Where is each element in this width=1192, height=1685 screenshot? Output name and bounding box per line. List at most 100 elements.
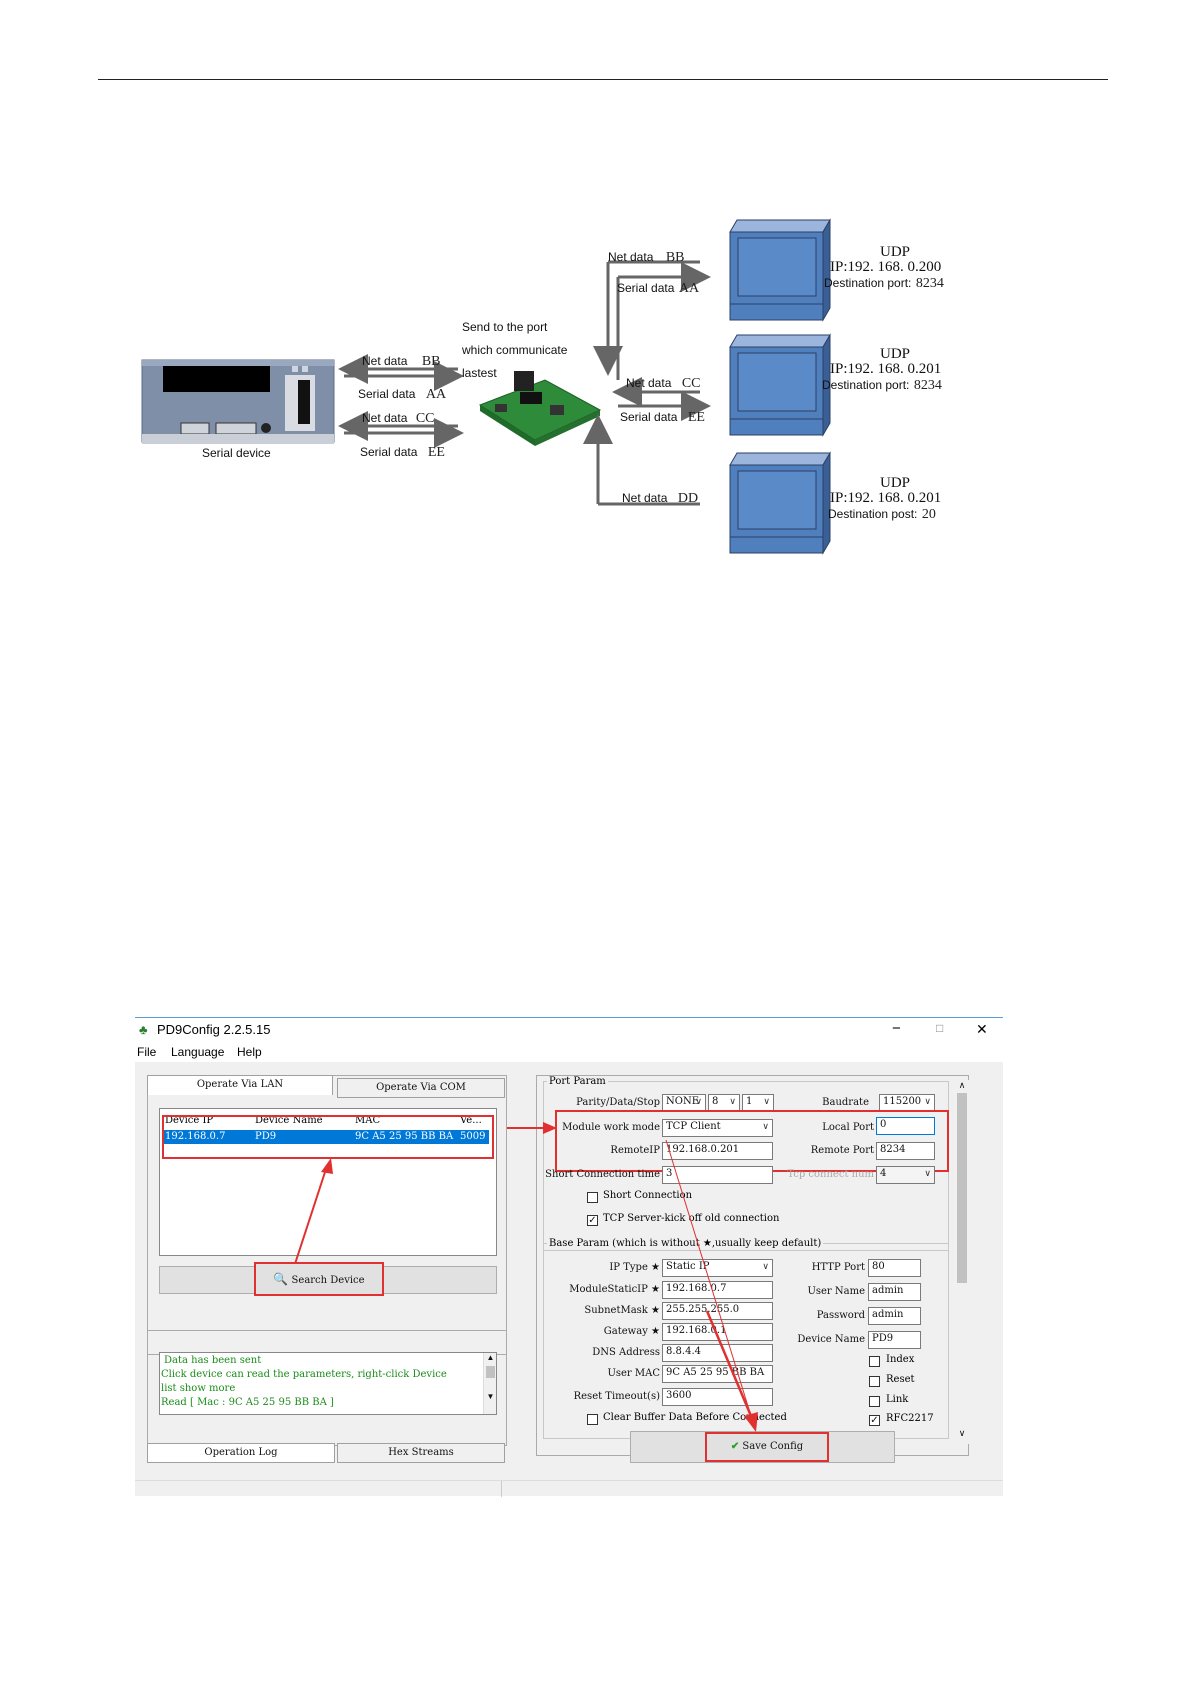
clear-buffer-checkbox[interactable]: [587, 1414, 598, 1425]
user-mac-label: User MAC: [607, 1368, 660, 1379]
pointer-arrow: [292, 1158, 333, 1271]
pointer-arrow: [665, 1139, 758, 1432]
close-button[interactable]: ✕: [976, 1021, 988, 1037]
config-scrollbar[interactable]: ∧ ∨: [955, 1080, 969, 1444]
rfc2217-checkbox[interactable]: ✓: [869, 1415, 880, 1426]
device-name-label: Device Name: [797, 1334, 865, 1345]
menu-file[interactable]: File: [137, 1045, 157, 1059]
work-mode-label: Module work mode: [562, 1122, 660, 1133]
chevron-up-icon[interactable]: ∧: [958, 1080, 966, 1090]
ip-type-label: IP Type ★: [609, 1262, 660, 1273]
arrow-label: Serial data AA: [617, 281, 700, 296]
log-line: list show more: [161, 1383, 236, 1394]
app-icon: ♣: [139, 1022, 148, 1037]
tab-hex-streams[interactable]: Hex Streams: [337, 1443, 505, 1463]
kick-checkbox[interactable]: ✓: [587, 1215, 598, 1226]
chevron-down-icon: ∨: [924, 1097, 931, 1107]
baudrate-label: Baudrate: [822, 1097, 869, 1108]
short-conn-time-input[interactable]: 3: [662, 1166, 773, 1184]
tcp-connect-num-label: Tcp connect num: [787, 1169, 874, 1180]
static-ip-input[interactable]: 192.168.0.7: [662, 1281, 773, 1299]
serial-device-icon: [141, 359, 335, 444]
chevron-down-icon: ∨: [924, 1169, 931, 1179]
log-scrollbar[interactable]: ▲ ▼: [483, 1353, 496, 1414]
menu-bar: File Language Help: [135, 1042, 1003, 1062]
short-connection-checkbox[interactable]: [587, 1192, 598, 1203]
tcp-connect-num-select[interactable]: 4∨: [876, 1166, 935, 1184]
menu-help[interactable]: Help: [237, 1045, 262, 1059]
chevron-down-icon: ∨: [762, 1262, 769, 1272]
tab-operate-via-com[interactable]: Operate Via COM: [337, 1078, 505, 1098]
column-header[interactable]: Device Name: [255, 1115, 323, 1126]
status-bar: [135, 1480, 1003, 1497]
chevron-down-icon[interactable]: ∨: [958, 1428, 966, 1438]
save-config-button[interactable]: ✔ Save Config: [705, 1432, 829, 1462]
parity-label: Parity/Data/Stop: [576, 1097, 660, 1108]
table-row[interactable]: 192.168.0.7 PD9 9C A5 25 95 BB BA 5009: [163, 1130, 489, 1144]
arrow-label: Net data BB: [362, 354, 441, 369]
chevron-down-icon: ∨: [729, 1097, 736, 1107]
reset-checkbox[interactable]: [869, 1376, 880, 1387]
arrow-label: Net data CC: [626, 376, 701, 391]
local-port-input[interactable]: 0: [876, 1117, 935, 1135]
menu-language[interactable]: Language: [171, 1045, 225, 1059]
arrow-label: Serial data AA: [358, 387, 447, 402]
rfc2217-label: RFC2217: [886, 1413, 934, 1424]
computer-icon: [729, 218, 831, 322]
link-checkbox[interactable]: [869, 1396, 880, 1407]
chevron-down-icon[interactable]: ▼: [486, 1392, 495, 1401]
tab-operation-log[interactable]: Operation Log: [147, 1443, 335, 1463]
index-checkbox[interactable]: [869, 1356, 880, 1367]
arrow-label: Net data DD: [622, 491, 699, 506]
tab-operate-via-lan[interactable]: Operate Via LAN: [147, 1075, 333, 1095]
pointer-arrow: [507, 1122, 557, 1134]
subnet-label: SubnetMask ★: [584, 1305, 660, 1316]
ip-type-select[interactable]: Static IP∨: [662, 1259, 773, 1277]
computer-icon: [729, 451, 831, 555]
gateway-input[interactable]: 192.168.0.1: [662, 1323, 773, 1341]
search-device-button[interactable]: 🔍 Search Device: [254, 1262, 384, 1296]
device-list[interactable]: Device IP Device Name MAC Ve... 192.168.…: [159, 1108, 497, 1256]
remote-port-input[interactable]: 8234: [876, 1142, 935, 1160]
chevron-up-icon[interactable]: ▲: [486, 1353, 495, 1362]
remote-port-label: Remote Port: [810, 1145, 874, 1156]
computer-icon: [729, 333, 831, 437]
device-name-input[interactable]: PD9: [868, 1331, 921, 1349]
module-description: Send to the port which communicate laste…: [462, 320, 568, 380]
column-header[interactable]: Ve...: [460, 1115, 482, 1126]
search-icon: 🔍: [273, 1272, 289, 1286]
clear-buffer-label: Clear Buffer Data Before Connected: [603, 1412, 787, 1423]
user-mac-input[interactable]: 9C A5 25 95 BB BA: [662, 1365, 773, 1383]
subnet-input[interactable]: 255.255.255.0: [662, 1302, 773, 1320]
http-port-input[interactable]: 80: [868, 1259, 921, 1277]
work-mode-select[interactable]: TCP Client∨: [662, 1119, 773, 1137]
log-line: Read [ Mac : 9C A5 25 95 BB BA ]: [161, 1397, 334, 1408]
dns-input[interactable]: 8.8.4.4: [662, 1344, 773, 1362]
http-port-label: HTTP Port: [811, 1262, 865, 1273]
arrow-label: Serial data EE: [360, 445, 445, 460]
remote-ip-input[interactable]: 192.168.0.201: [662, 1142, 773, 1160]
password-input[interactable]: admin: [868, 1307, 921, 1325]
maximize-button[interactable]: □: [936, 1021, 944, 1035]
title-bar: ♣ PD9Config 2.2.5.15 − □ ✕: [135, 1018, 1003, 1042]
minimize-button[interactable]: −: [892, 1020, 901, 1037]
user-name-input[interactable]: admin: [868, 1283, 921, 1301]
header-rule: [98, 79, 1108, 80]
user-name-label: User Name: [807, 1286, 865, 1297]
data-bits-select[interactable]: 8∨: [708, 1094, 740, 1112]
column-header[interactable]: Device IP: [165, 1115, 214, 1126]
short-connection-label: Short Connection: [603, 1190, 693, 1201]
port-param-title: Port Param: [547, 1076, 608, 1087]
column-header[interactable]: MAC: [355, 1115, 381, 1126]
local-port-label: Local Port: [822, 1122, 874, 1133]
remote-ip-label: RemoteIP: [610, 1145, 660, 1156]
static-ip-label: ModuleStaticIP ★: [569, 1284, 660, 1295]
log-line: Click device can read the parameters, ri…: [161, 1369, 447, 1380]
operation-log[interactable]: Data has been sent Click device can read…: [159, 1352, 497, 1415]
check-icon: ✔: [730, 1441, 740, 1452]
highlight-box: [162, 1115, 494, 1159]
gateway-label: Gateway ★: [603, 1326, 660, 1337]
scroll-thumb[interactable]: [957, 1093, 967, 1283]
reset-label: Reset: [886, 1374, 915, 1385]
arrow-label: Serial data EE: [620, 410, 705, 425]
